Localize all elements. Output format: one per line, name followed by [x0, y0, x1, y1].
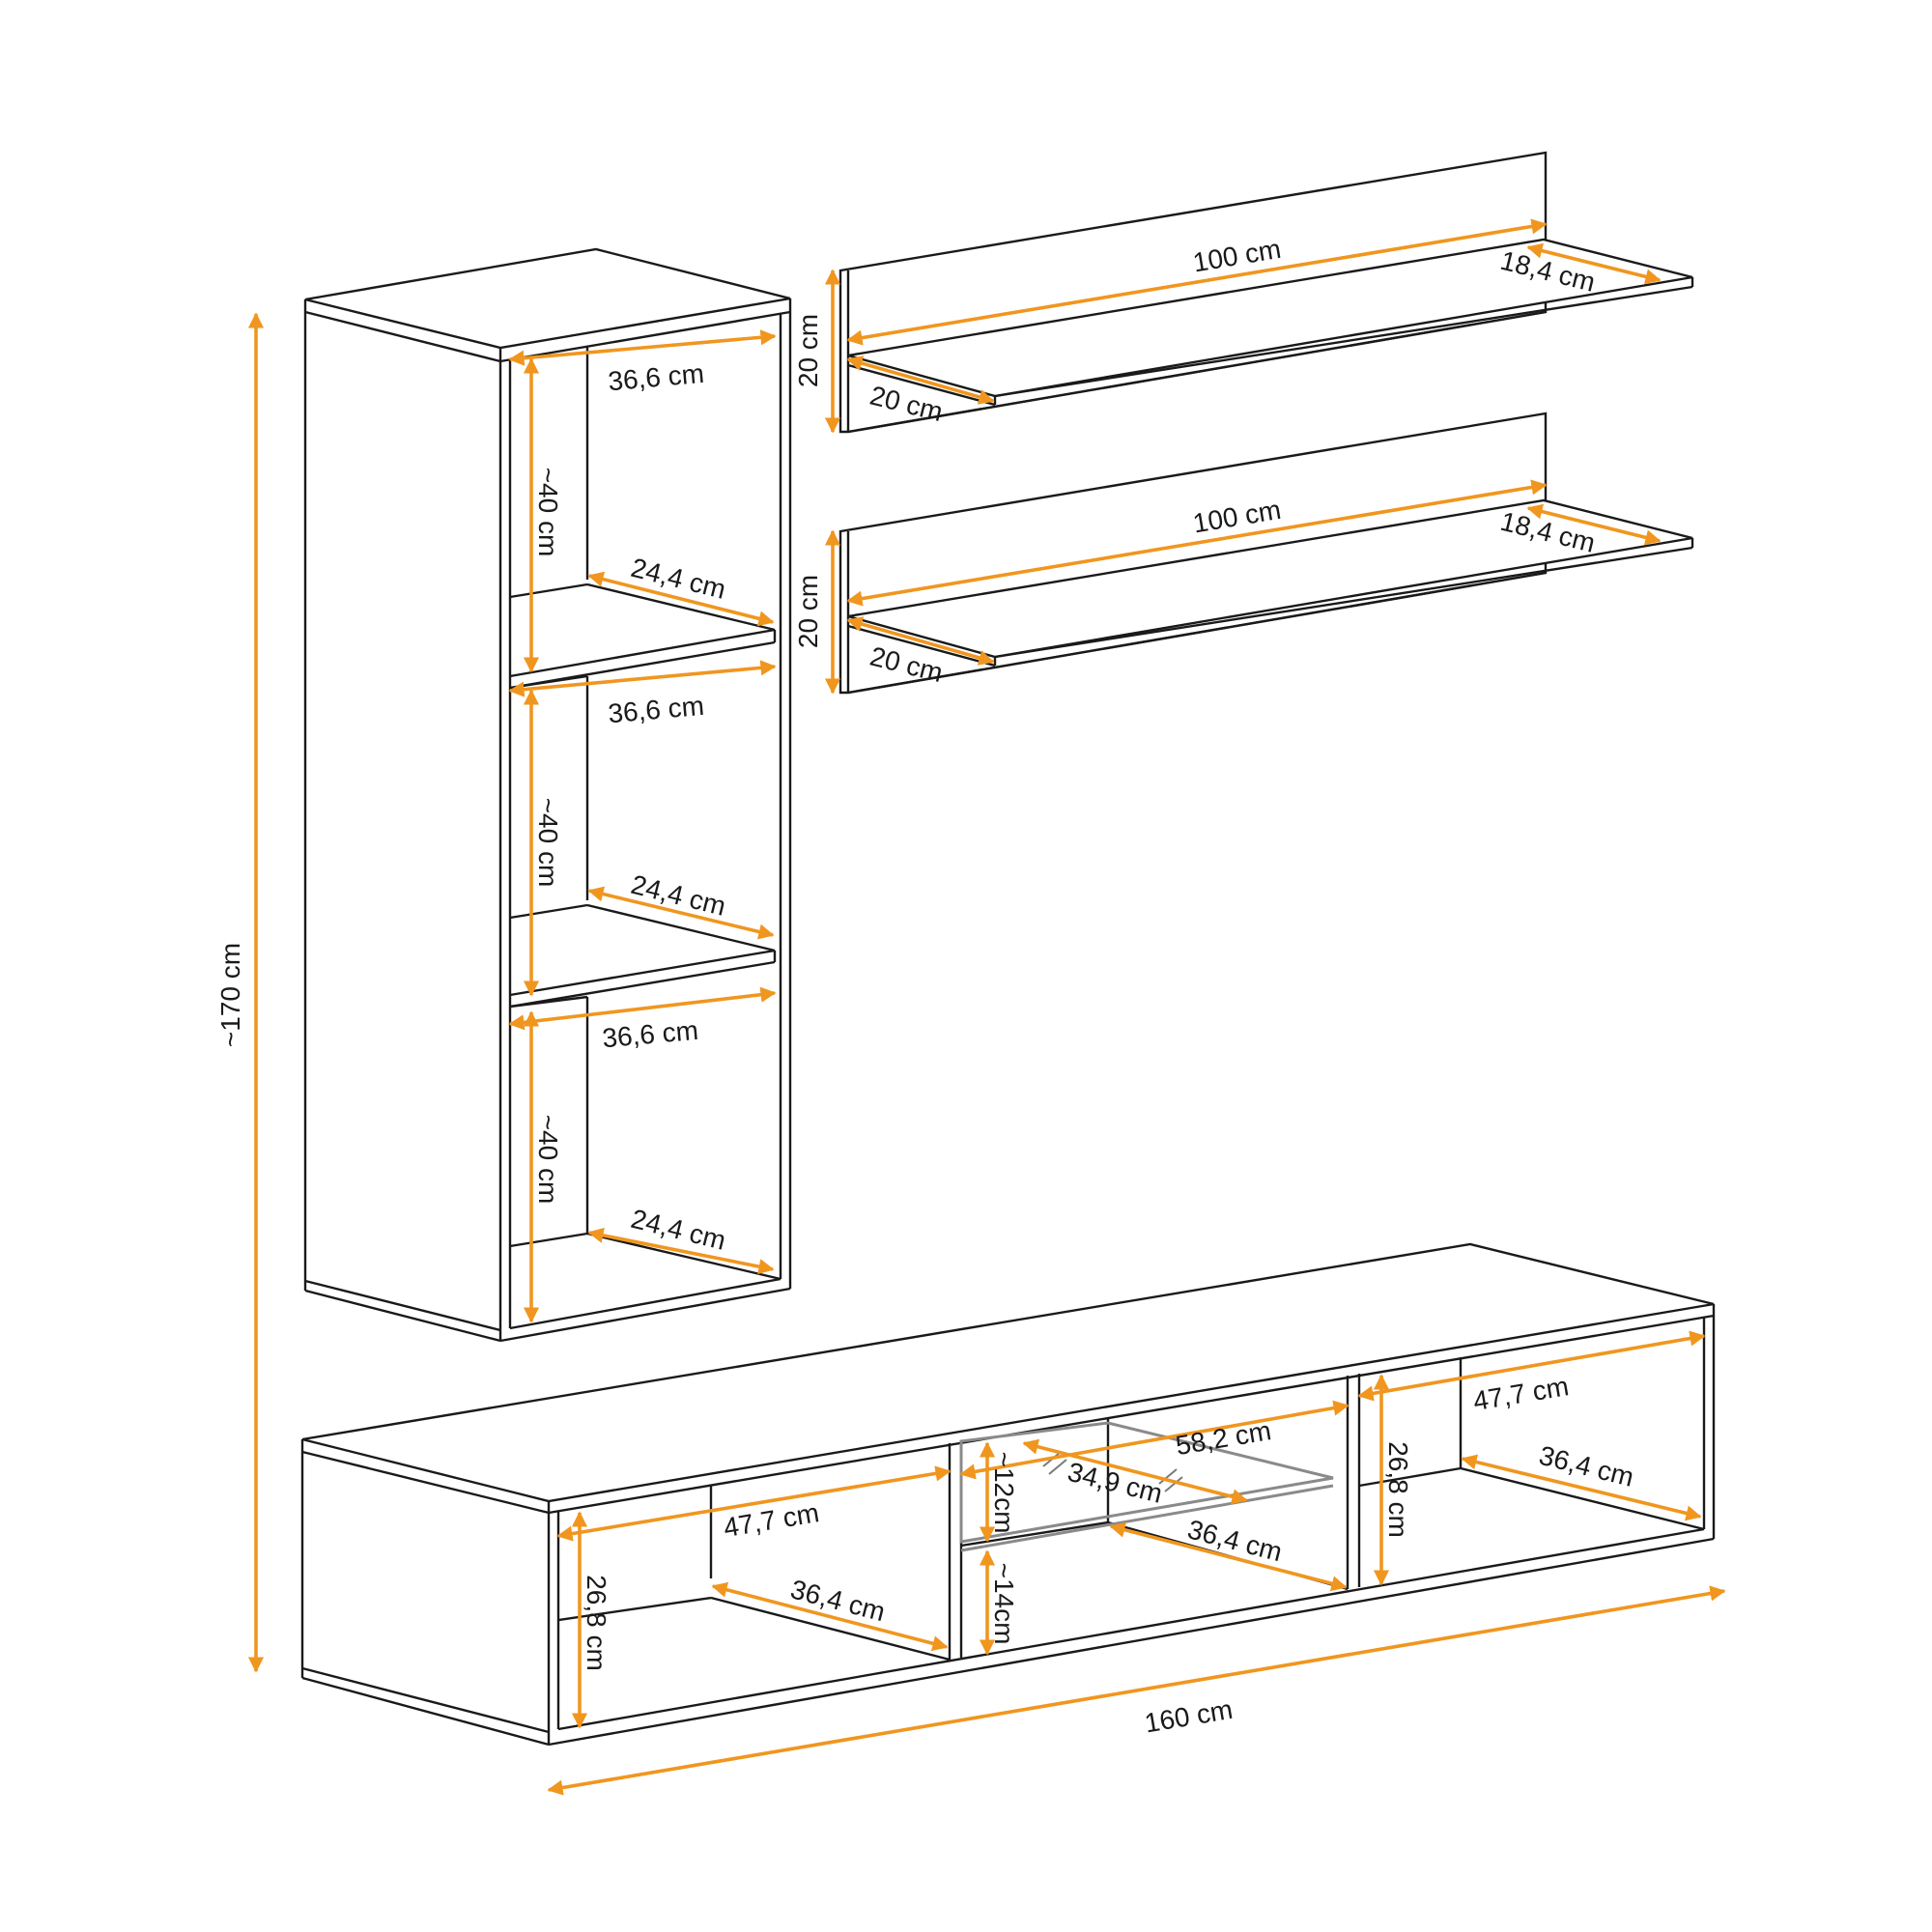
wall-shelf-2 [838, 412, 1694, 695]
tv-left-width-label: 47,7 cm [722, 1497, 821, 1543]
tv-middle-upper-height-label: ~12cm [989, 1452, 1019, 1534]
overall-height-label: ~170 cm [215, 943, 245, 1047]
tv-middle-width-label: 58,2 cm [1174, 1415, 1273, 1461]
wall-shelf-1 [838, 151, 1694, 434]
tv-middle-lower-height-label: ~14cm [989, 1563, 1019, 1645]
cabinet-c3-width-label: 36,6 cm [601, 1015, 699, 1054]
tv-middle-glass-depth-label: 34,9 cm [1065, 1457, 1165, 1509]
cabinet-c3-height-label: ~40 cm [533, 1115, 563, 1205]
dimension-lines [247, 218, 1726, 1796]
cabinet-c2-width-label: 36,6 cm [607, 691, 705, 729]
shelf1-height-label: 20 cm [793, 314, 823, 387]
tv-left-height-label: 26,8 cm [582, 1575, 611, 1671]
tv-width-label: 160 cm [1143, 1694, 1236, 1739]
cabinet-c1-width-label: 36,6 cm [607, 358, 705, 397]
tall-cabinet [303, 247, 792, 1343]
cabinet-c1-height-label: ~40 cm [533, 468, 563, 557]
tv-right-width-label: 47,7 cm [1471, 1371, 1571, 1416]
tv-right-height-label: 26,8 cm [1383, 1441, 1413, 1538]
tv-right-depth-label: 36,4 cm [1536, 1440, 1636, 1492]
cabinet-c2-height-label: ~40 cm [533, 798, 563, 888]
shelf2-height-label: 20 cm [793, 575, 823, 648]
